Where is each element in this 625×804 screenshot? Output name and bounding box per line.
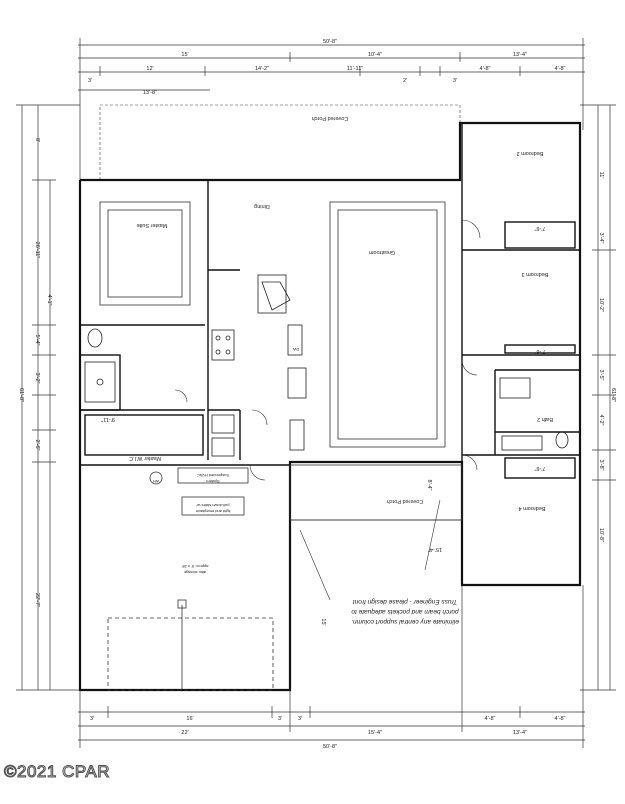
label-dining: Dining: [254, 203, 270, 209]
top-covered-porch: [99, 104, 461, 181]
note-hvac-1: Suspended HVAC: [197, 473, 229, 478]
bath-fixtures: [84, 328, 569, 451]
interior-walls: [79, 123, 580, 585]
dim-top-11: 13'-8": [143, 90, 157, 96]
dim-right-overall: 61'-8": [610, 388, 616, 402]
dim-top-2: 10'-4": [368, 52, 382, 58]
note-pulldown-1: pull-down stairs w/: [196, 503, 230, 508]
dim-top-8: 4'-8": [555, 66, 566, 72]
dim-top-10: 2': [403, 78, 407, 84]
master-tray-ceiling: [99, 201, 191, 306]
dim-int-2: 7'-6": [534, 348, 545, 354]
dim-right-2: 3'-4": [598, 233, 604, 244]
dim-bottom-2: 16': [186, 716, 193, 722]
dim-left-6: 2'-6": [34, 440, 40, 451]
dim-left-4: 5'-4": [34, 335, 40, 346]
dim-bottom-4: 3': [298, 716, 302, 722]
note-pulldown-2: light and receptacle: [195, 509, 230, 514]
dim-top-3: 13'-4": [513, 52, 527, 58]
dim-int-4: 7'-6": [534, 465, 545, 471]
dim-bottom-1: 3': [90, 716, 94, 722]
door-swings: [174, 219, 481, 481]
dim-overall-bottom: 50'-8": [323, 744, 337, 750]
top-dimension-lines: [78, 38, 585, 180]
dim-int-6: 15': [320, 618, 326, 625]
front-covered-porch: [289, 464, 463, 521]
dim-right-4: 3'-5": [598, 370, 604, 381]
kitchen-fixtures: [211, 274, 307, 457]
label-master-wic: Master W.I.C: [129, 455, 161, 461]
dim-right-5: 4'-2": [598, 415, 604, 426]
dim-overall-top: 50'-8": [323, 39, 337, 45]
label-dw: DW: [292, 347, 299, 352]
label-wh: WH: [153, 479, 160, 484]
note-storage-1: approx. 5' x 28': [181, 564, 208, 569]
note-truss-1: Truss Engineer - please design front: [352, 598, 457, 605]
dim-left-7: 22'-7": [34, 593, 40, 607]
dim-left-overall: 61'-8": [18, 388, 24, 402]
greatroom-tray-ceiling: [329, 201, 446, 448]
dim-left-3: 4'-1": [46, 295, 52, 306]
note-hvac-2: System: [206, 479, 220, 484]
dim-right-1: 11': [598, 172, 604, 179]
label-greatroom: Greatroom: [368, 249, 395, 255]
dim-top-6: 11'-11": [347, 66, 363, 72]
dim-left-1: 8': [34, 138, 40, 142]
truss-leader-lines: [299, 499, 441, 601]
label-covered-porch-bottom: Covered Porch: [387, 498, 424, 504]
note-storage-2: attic storage: [183, 570, 206, 575]
label-covered-porch-top: Covered Porch: [312, 115, 349, 121]
label-bedroom3: Bedroom 3: [522, 271, 549, 277]
bottom-dimension-lines: [78, 585, 585, 748]
dim-int-1: 7'-6": [534, 225, 545, 231]
label-bedroom2: Bedroom 2: [517, 150, 544, 156]
label-master-suite: Master Suite: [137, 222, 168, 228]
dim-top-7: 4'-8": [480, 66, 491, 72]
dim-right-6: 3'-8": [598, 460, 604, 471]
note-truss-2: porch beam and pockets adequate to: [351, 608, 460, 615]
dim-left-5: 3'-2": [34, 373, 40, 384]
dim-int-7: 8'-4": [426, 480, 432, 491]
label-bath2: Bath 2: [537, 416, 553, 422]
label-bedroom4: Bedroom 4: [519, 505, 546, 511]
dim-right-3: 10'-2": [598, 298, 604, 312]
dim-int-3: 9'-11": [101, 416, 115, 422]
dim-bottom-6: 4'-8": [555, 716, 566, 722]
dim-right-7: 10'-8": [598, 528, 604, 542]
dim-left-2: 26'-11": [34, 242, 40, 259]
dim-bottom-3: 3': [278, 716, 282, 722]
dim-top-5: 14'-2": [255, 66, 269, 72]
dim-bottom-5: 4'-8": [485, 716, 496, 722]
note-truss-3: eliminate any central support column.: [351, 618, 459, 625]
dim-top-4: 12': [146, 66, 153, 72]
dim-top-1: 15': [181, 52, 188, 58]
garage-details: [107, 467, 274, 691]
copyright-watermark: ©2021 CPAR: [3, 761, 111, 781]
dim-bottom-7: 22': [181, 730, 188, 736]
dim-top-12: 3': [453, 78, 457, 84]
dim-int-5: 15'-4": [428, 546, 442, 552]
side-dimension-lines: [16, 104, 616, 691]
dim-top-9: 3': [88, 78, 92, 84]
dim-bottom-9: 13'-4": [513, 730, 527, 736]
dim-bottom-8: 15'-4": [368, 730, 382, 736]
